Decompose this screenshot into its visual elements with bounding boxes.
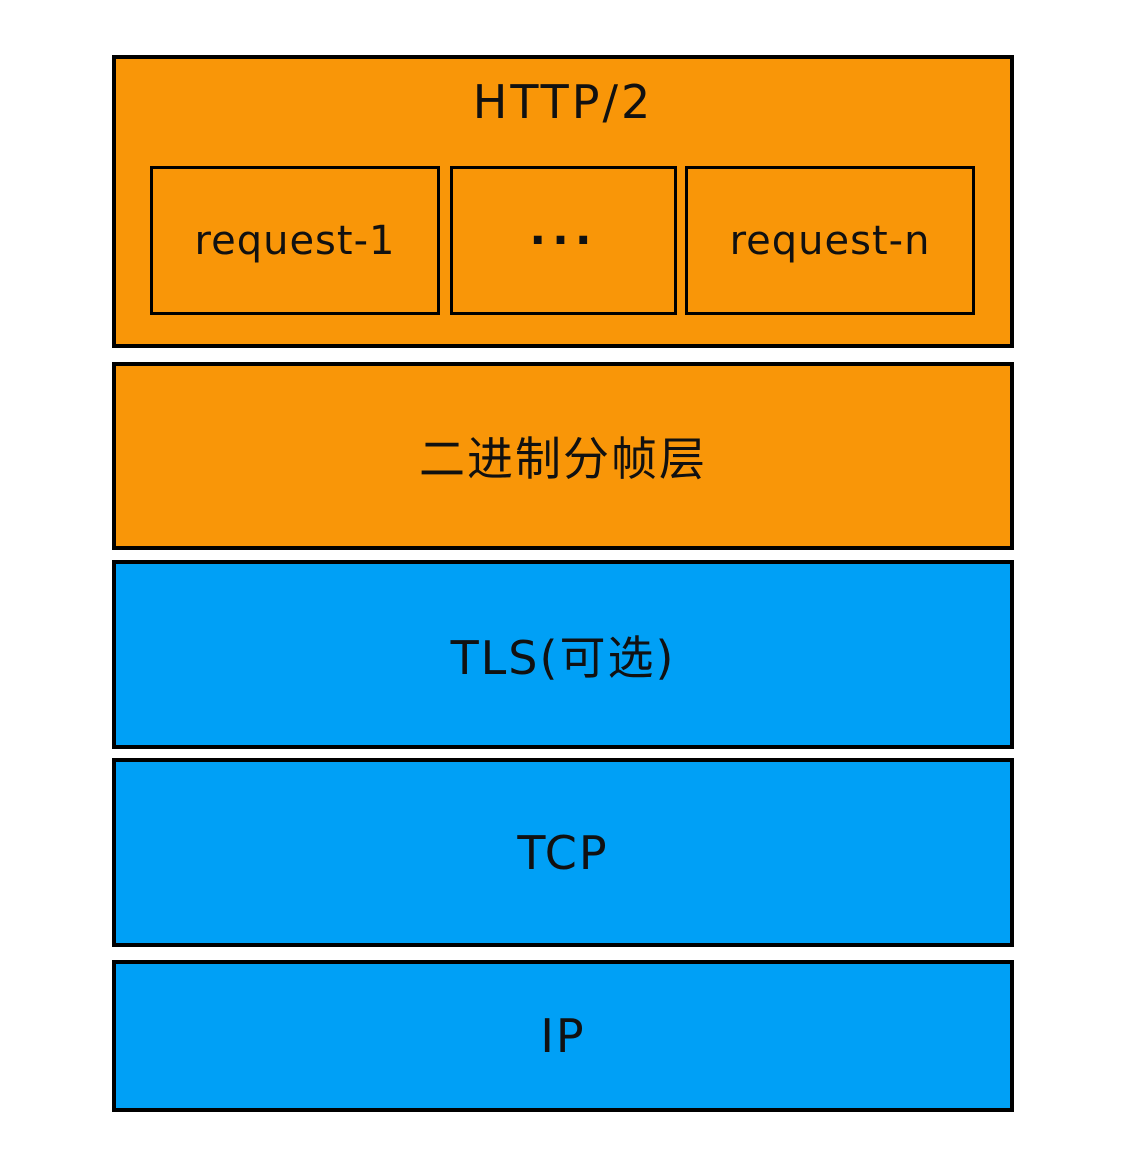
layer-tls-label: TLS(可选) [450, 630, 676, 685]
layer-ip-label: IP [540, 1009, 586, 1063]
layer-tls: TLS(可选) [112, 560, 1014, 749]
layer-binary-framing: 二进制分帧层 [112, 362, 1014, 550]
request-1-box: request-1 [150, 166, 440, 315]
layer-tcp: TCP [112, 758, 1014, 947]
layer-ip: IP [112, 960, 1014, 1112]
request-ellipsis-label: ··· [529, 215, 598, 266]
layer-binary-framing-label: 二进制分帧层 [419, 432, 707, 486]
request-n-box: request-n [685, 166, 975, 315]
request-ellipsis-box: ··· [450, 166, 677, 315]
layer-http2-label: HTTP/2 [472, 75, 654, 129]
layer-tcp-label: TCP [517, 825, 609, 880]
request-n-label: request-n [729, 217, 931, 264]
request-1-label: request-1 [194, 217, 396, 264]
layer-http2: HTTP/2 request-1 ··· request-n [112, 55, 1014, 348]
